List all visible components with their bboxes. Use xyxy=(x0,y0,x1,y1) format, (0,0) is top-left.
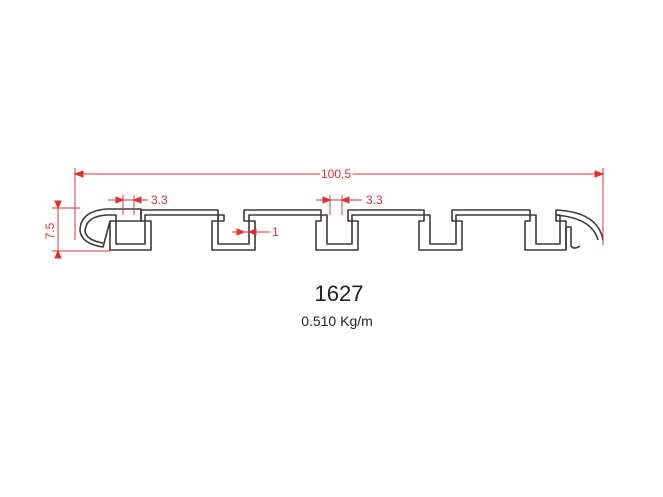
height-arrow-bottom xyxy=(54,249,62,259)
dimension-lines xyxy=(52,168,605,259)
profile-outer-contour xyxy=(79,208,142,248)
slot-left-label: 3.3 xyxy=(151,193,168,207)
profile-right-hook xyxy=(565,226,581,250)
slot-middle-label: 3.3 xyxy=(366,193,383,207)
wall-arrow-1 xyxy=(236,228,246,236)
overall-width-arrow-left xyxy=(73,170,84,178)
wall-arrow-2 xyxy=(247,228,257,236)
profile-inner-contour xyxy=(84,214,599,245)
slot-left-arrow-2 xyxy=(132,196,142,204)
overall-width-label: 100,5 xyxy=(321,167,351,181)
wall-thickness-label: 1 xyxy=(272,225,279,239)
slot-mid-arrow-1 xyxy=(322,196,332,204)
overall-width-arrow-right xyxy=(594,170,605,178)
profile-code: 1627 xyxy=(315,281,364,306)
slot-mid-arrow-2 xyxy=(340,196,350,204)
profile-weight: 0.510 Kg/m xyxy=(301,313,373,329)
profile-cross-section xyxy=(79,208,604,251)
height-label: 7.5 xyxy=(43,222,57,239)
profile-channel-outline xyxy=(109,209,604,251)
slot-left-arrow-1 xyxy=(115,196,125,204)
height-arrow-top xyxy=(54,200,62,210)
